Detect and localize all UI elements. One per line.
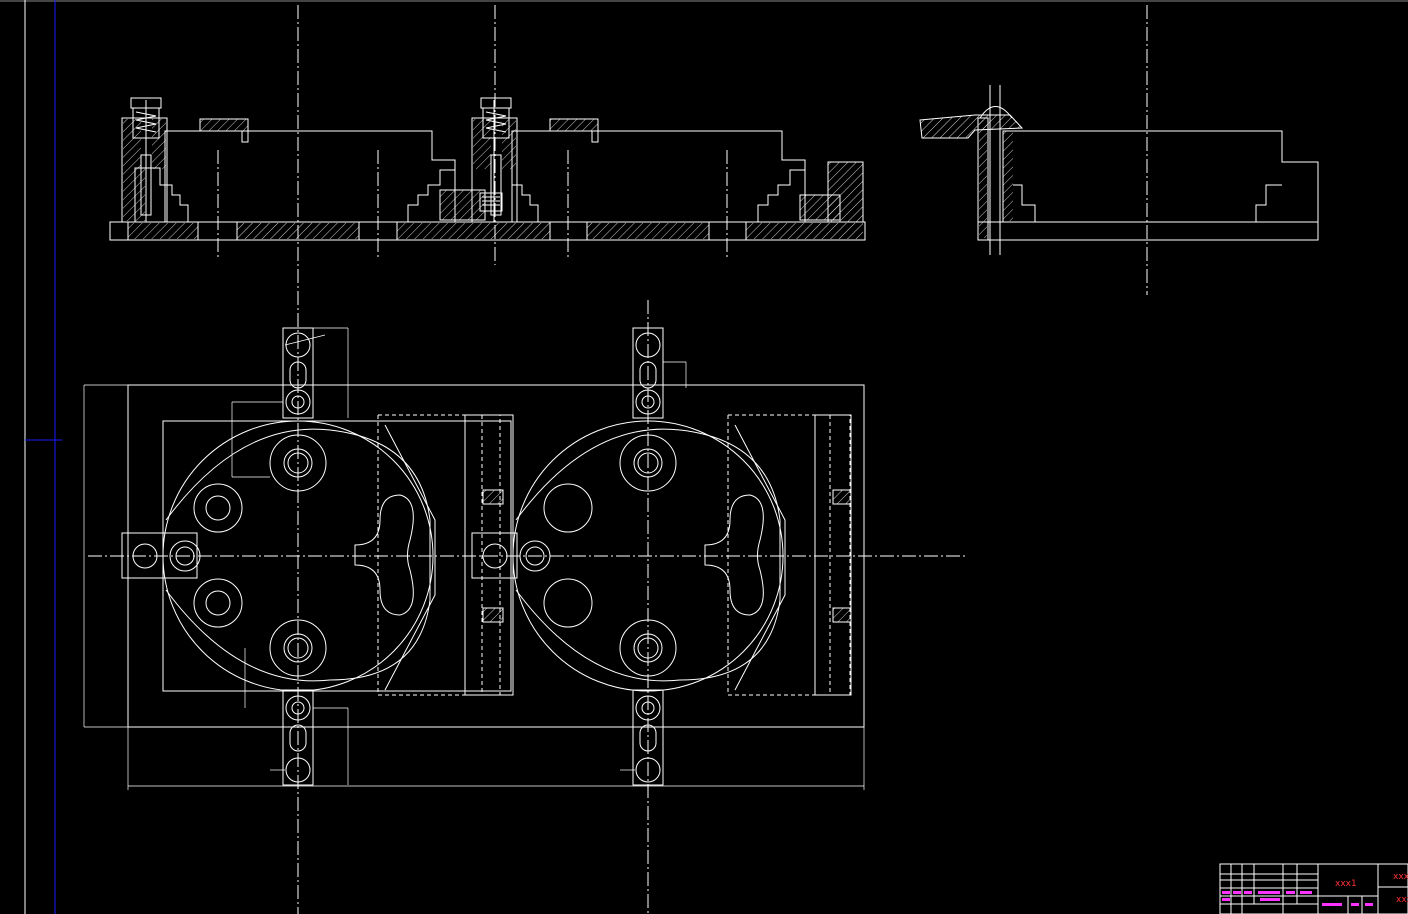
title-block: xxx1 xxx xxx [1219, 863, 1408, 914]
drawing-name-text: xxx1 [1335, 879, 1357, 889]
company-text-top: xxx [1393, 872, 1408, 882]
side-elevation-view [919, 85, 1319, 255]
front-elevation-view [109, 97, 866, 260]
plan-view [121, 327, 865, 786]
company-text-bottom: xxx [1396, 895, 1408, 905]
center-lines [88, 5, 1148, 914]
dimension-lines [83, 327, 865, 790]
